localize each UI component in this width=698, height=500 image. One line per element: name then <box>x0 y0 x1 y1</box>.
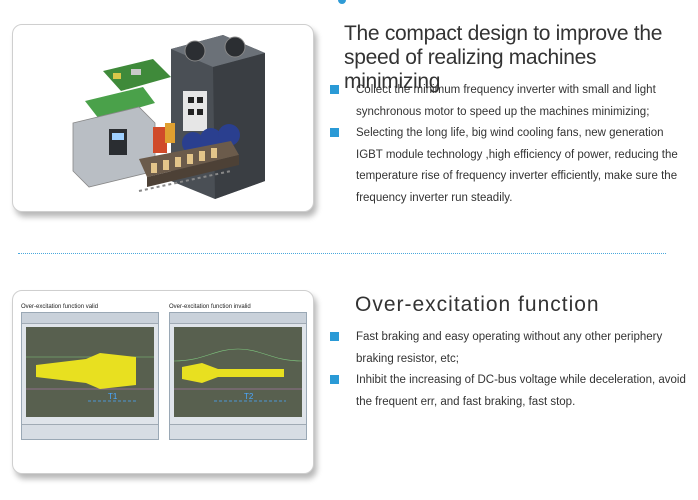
section1-title: The compact design to improve the speed … <box>344 22 694 94</box>
section-divider <box>18 253 666 254</box>
waveform-invalid-graphic: T2 <box>173 348 303 402</box>
waveform-caption: Over-excitation function valid <box>21 304 99 310</box>
list-item: Collect the minimum frequency inverter w… <box>330 80 686 123</box>
bullet-text: Selecting the long life, big wind coolin… <box>356 127 678 204</box>
list-item: Selecting the long life, big wind coolin… <box>330 123 686 209</box>
bullet-square-icon <box>330 128 339 137</box>
bullet-text: Inhibit the increasing of DC-bus voltage… <box>356 374 686 408</box>
section1-bullet-list: Collect the minimum frequency inverter w… <box>330 80 686 209</box>
waveform-window: T1 <box>21 312 159 440</box>
section1-title-line2: speed of realizing machines minimizing <box>344 46 597 93</box>
waveform-toolbar <box>170 313 306 324</box>
list-item: Fast braking and easy operating without … <box>330 327 686 370</box>
bullet-square-icon <box>330 375 339 384</box>
inverter-exploded-illustration <box>72 35 265 199</box>
waveform-valid-graphic: T1 <box>26 353 154 402</box>
waveform-caption: Over-excitation function invalid <box>169 304 251 310</box>
waveform-panel-invalid: Over-excitation function invalid T2 <box>169 303 307 451</box>
top-accent-mark <box>338 0 346 4</box>
waveform-screen: T2 <box>173 327 303 417</box>
bullet-square-icon <box>330 85 339 94</box>
waveform-toolbar <box>22 313 158 324</box>
section2-bullet-list: Fast braking and easy operating without … <box>330 327 686 413</box>
bullet-text: Collect the minimum frequency inverter w… <box>356 84 656 118</box>
waveform-panel-valid: Over-excitation function valid T1 <box>21 303 159 451</box>
bullet-text: Fast braking and easy operating without … <box>356 331 663 365</box>
waveform-window: T2 <box>169 312 307 440</box>
section1-title-line1: The compact design to improve the <box>344 22 663 45</box>
waveform-marker: T1 <box>108 392 118 401</box>
waveform-statusbar <box>22 424 158 439</box>
section2-title: Over-excitation function <box>355 293 600 316</box>
list-item: Inhibit the increasing of DC-bus voltage… <box>330 370 686 413</box>
waveform-comparison-card: Over-excitation function valid T1 Over-e… <box>12 290 314 474</box>
waveform-statusbar <box>170 424 306 439</box>
waveform-screen: T1 <box>26 327 154 417</box>
bullet-square-icon <box>330 332 339 341</box>
inverter-exploded-view-card <box>12 24 314 212</box>
waveform-marker: T2 <box>244 392 254 401</box>
